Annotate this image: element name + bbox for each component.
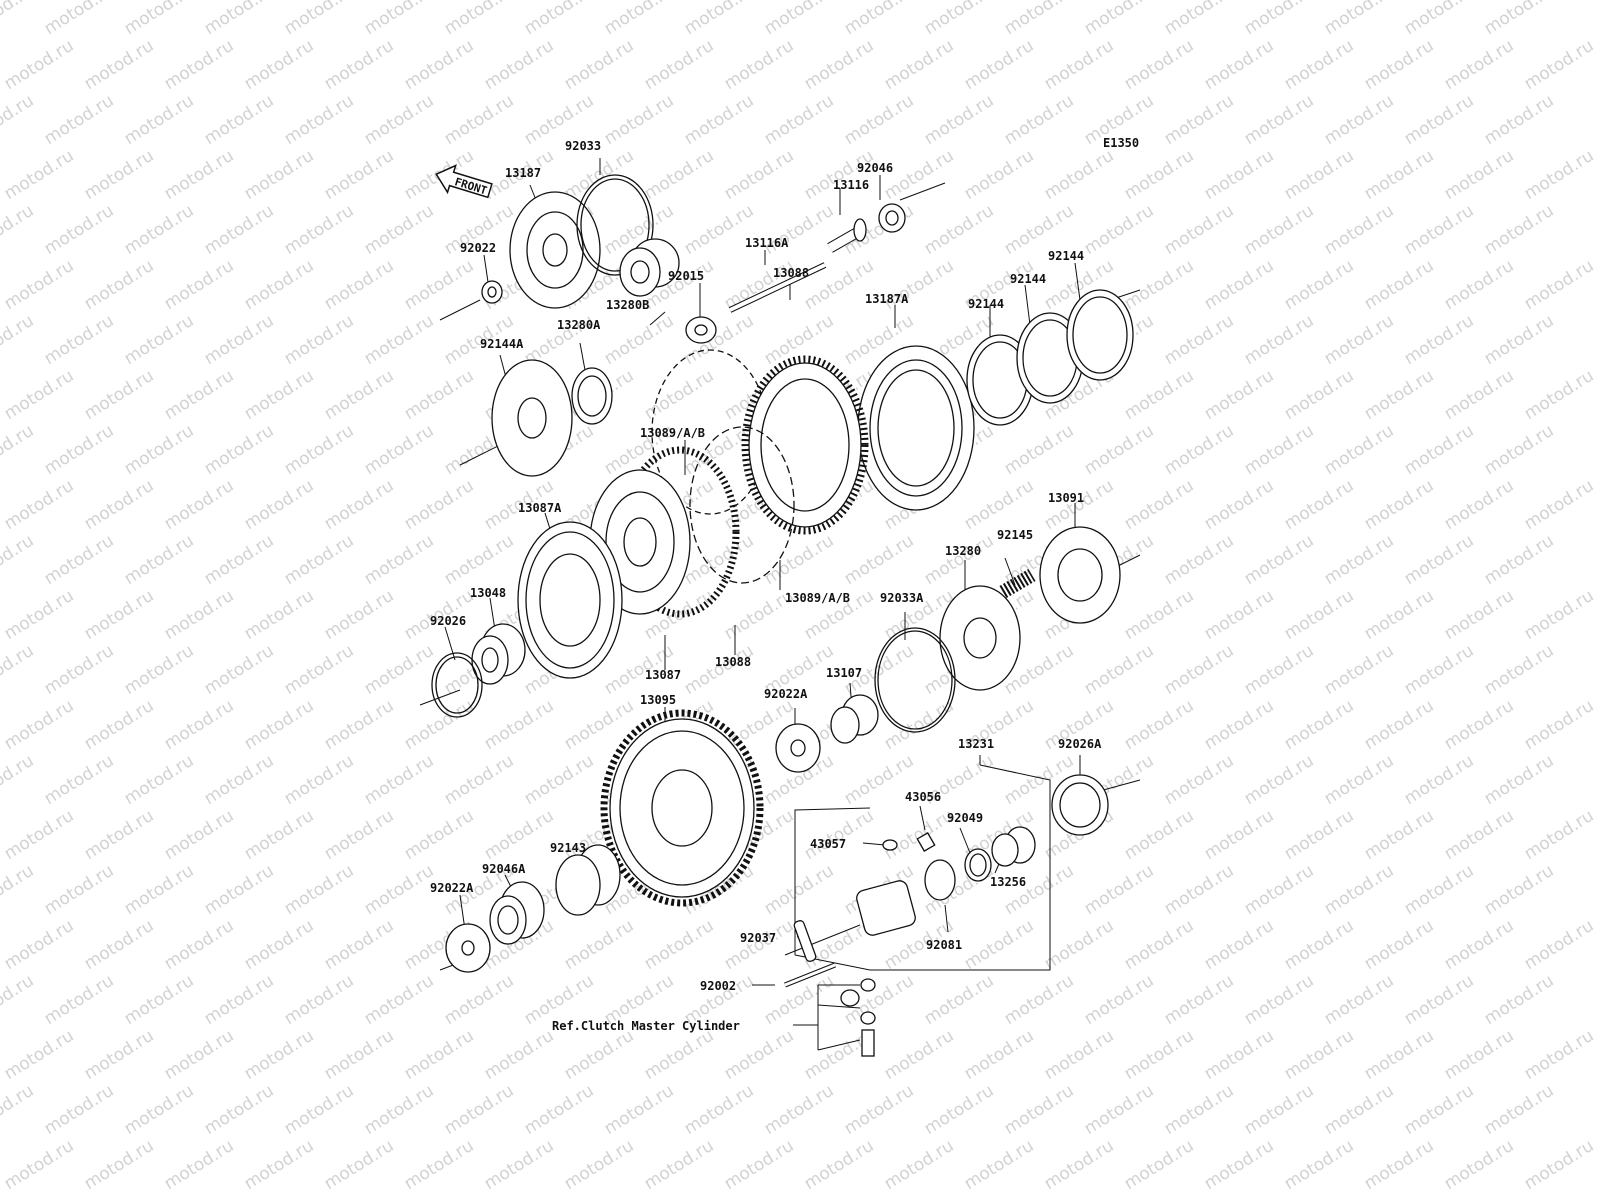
- front-arrow-label: FRONT: [453, 175, 489, 197]
- part-label-92026: 92026: [430, 614, 466, 628]
- part-label-92046A: 92046A: [482, 862, 526, 876]
- part-label-92002: 92002: [700, 979, 736, 993]
- part-label-13187A: 13187A: [865, 292, 909, 306]
- part-label-92037: 92037: [740, 931, 776, 945]
- part-label-13280A: 13280A: [557, 318, 601, 332]
- part-label-92033A: 92033A: [880, 591, 924, 605]
- part-label-13107: 13107: [826, 666, 862, 680]
- part-label-13091: 13091: [1048, 491, 1084, 505]
- part-label-13089-bottom: 13089/A/B: [785, 591, 850, 605]
- front-arrow: FRONT: [435, 164, 493, 199]
- part-drawings: [431, 174, 1134, 1057]
- diagram-code: E1350: [1103, 136, 1139, 150]
- part-label-92033: 92033: [565, 139, 601, 153]
- part-label-92143: 92143: [550, 841, 586, 855]
- reference-note: Ref.Clutch Master Cylinder: [552, 1019, 740, 1033]
- part-label-43057: 43057: [810, 837, 846, 851]
- part-label-92081: 92081: [926, 938, 962, 952]
- part-label-13116A: 13116A: [745, 236, 789, 250]
- part-label-92144-a: 92144: [1048, 249, 1084, 263]
- part-label-13088-top: 13088: [773, 266, 809, 280]
- part-label-92015: 92015: [668, 269, 704, 283]
- part-label-13087A: 13087A: [518, 501, 562, 515]
- part-label-13256: 13256: [990, 875, 1026, 889]
- part-label-13116: 13116: [833, 178, 869, 192]
- part-label-92049: 92049: [947, 811, 983, 825]
- part-label-13088-bottom: 13088: [715, 655, 751, 669]
- part-label-92022A-lower: 92022A: [430, 881, 474, 895]
- part-label-13089-top: 13089/A/B: [640, 426, 705, 440]
- part-label-43056: 43056: [905, 790, 941, 804]
- part-label-92046: 92046: [857, 161, 893, 175]
- part-label-92144-c: 92144: [968, 297, 1004, 311]
- part-label-92026A: 92026A: [1058, 737, 1102, 751]
- part-label-13048: 13048: [470, 586, 506, 600]
- part-label-92022A-upper: 92022A: [764, 687, 808, 701]
- part-label-13231: 13231: [958, 737, 994, 751]
- part-label-13280: 13280: [945, 544, 981, 558]
- part-label-92144-b: 92144: [1010, 272, 1046, 286]
- part-labels: 92033 13187 92022 13116A 92046 13116 920…: [430, 139, 1102, 1033]
- part-label-13187: 13187: [505, 166, 541, 180]
- part-label-92022: 92022: [460, 241, 496, 255]
- part-label-92144A: 92144A: [480, 337, 524, 351]
- part-label-92145: 92145: [997, 528, 1033, 542]
- part-label-13095: 13095: [640, 693, 676, 707]
- part-label-13087: 13087: [645, 668, 681, 682]
- part-label-13280B: 13280B: [606, 298, 649, 312]
